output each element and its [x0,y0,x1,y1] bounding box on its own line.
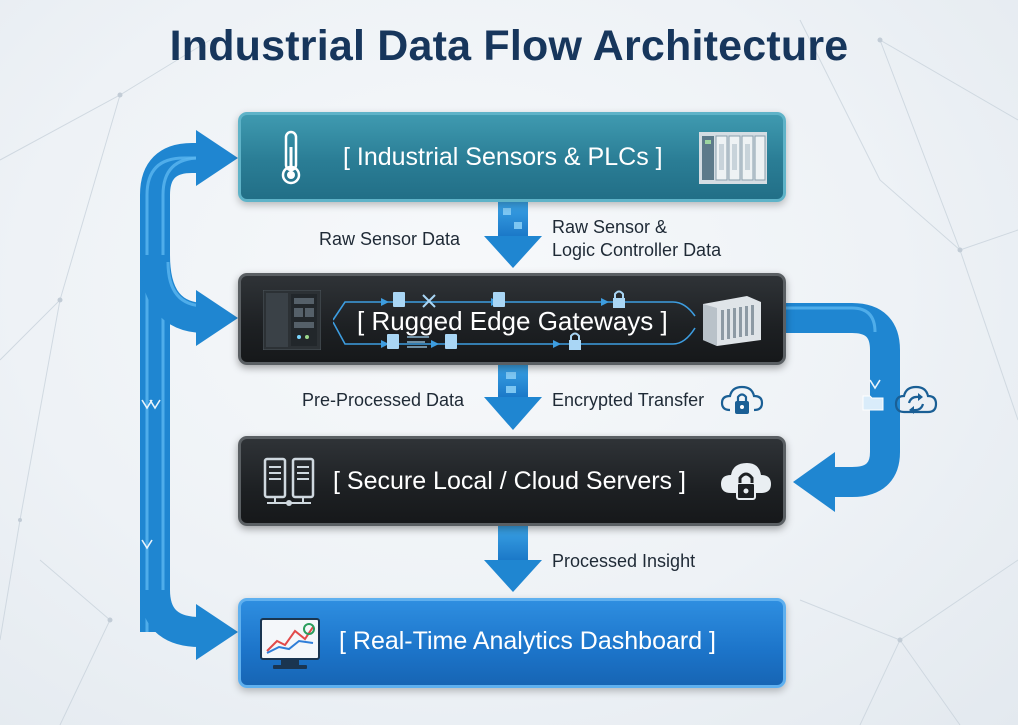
flow-label-processed-insight: Processed Insight [552,551,696,571]
down-arrow-sensors-gateways [484,202,542,268]
cloud-lock-icon [720,385,764,414]
monitor-chart-icon [260,618,320,669]
left-loop-down-chevrons [141,399,161,550]
cloud-lock-icon [721,463,771,500]
sensors-plc-node[interactable]: [ Industrial Sensors & PLCs ] [238,112,786,202]
edge-gateways-label: [ Rugged Edge Gateways ] [357,306,668,336]
flow-label-encrypted-transfer: Encrypted Transfer [552,390,705,410]
cloud-sync-icon [894,385,938,414]
plc-rack-icon [699,132,767,184]
page-title: Industrial Data Flow Architecture [169,22,849,70]
secure-servers-node[interactable]: [ Secure Local / Cloud Servers ] [238,436,786,526]
flow-label-pre-processed: Pre-Processed Data [302,390,465,410]
down-arrow-gateways-servers [484,365,542,430]
flow-label-raw-sensor-logic-2: Logic Controller Data [552,240,722,260]
edge-gateways-node[interactable]: [ Rugged Edge Gateways ] [238,273,786,365]
flow-label-raw-sensor-logic-1: Raw Sensor & [552,217,668,237]
server-tower-icon [263,457,315,506]
sensors-plc-label: [ Industrial Sensors & PLCs ] [343,143,663,171]
lock-icon [569,290,625,350]
shuffle-icon [422,294,436,308]
server-rack-icon [703,296,761,346]
analytics-dashboard-label: [ Real-Time Analytics Dashboard ] [339,627,717,655]
document-icon [387,292,505,349]
gateway-data-pipeline-lines [333,290,696,350]
analytics-dashboard-node[interactable]: [ Real-Time Analytics Dashboard ] [238,598,786,688]
secure-servers-label: [ Secure Local / Cloud Servers ] [333,467,686,495]
left-feedback-loop [140,143,215,647]
flow-label-raw-sensor-data: Raw Sensor Data [319,229,461,249]
down-arrow-servers-dashboard [484,526,542,592]
thermometer-icon [281,130,301,185]
left-loop-arrowheads [196,130,238,660]
edge-gateway-device-icon [263,290,321,350]
right-bypass-arrow [786,303,900,497]
folder-icon [862,395,884,411]
right-bypass-arrowhead [793,452,835,512]
